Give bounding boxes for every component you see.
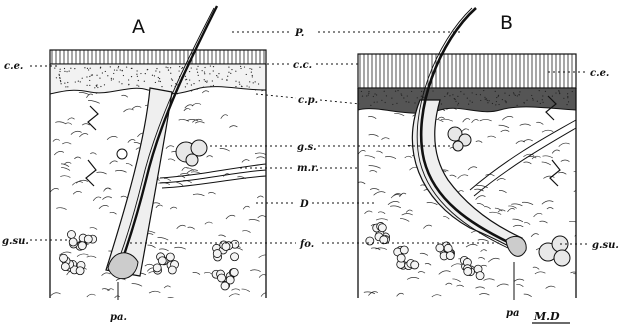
label-gs: g.s.	[297, 142, 317, 153]
label-fo: fo.	[299, 239, 314, 250]
artist-signature: M.D	[533, 310, 560, 323]
label-ce-left: c.e.	[4, 61, 23, 72]
label-pa-left: pa.	[110, 312, 127, 323]
label-mr: m.r.	[297, 163, 319, 174]
stratum-corneum-a	[52, 50, 264, 64]
epidermis-b	[358, 88, 576, 113]
label-ce-right: c.e.	[590, 68, 609, 79]
label-cp: c.p.	[298, 95, 318, 106]
sweat-glands-b	[366, 222, 484, 279]
arrector-muscle-b	[470, 120, 576, 196]
hair-papilla-b	[506, 236, 526, 256]
label-d: D	[299, 199, 309, 210]
label-gsu-right: g.su.	[592, 240, 619, 251]
panel-b	[358, 8, 584, 300]
duct-section-a	[117, 149, 127, 159]
panel-b-title: B	[500, 12, 513, 34]
label-p: P.	[294, 28, 304, 39]
gland-large-b	[539, 236, 570, 266]
follicle-sheath-a	[106, 88, 172, 276]
sebaceous-gland-a	[176, 140, 207, 166]
label-cc: c.c.	[293, 60, 312, 71]
label-pa-right: pa	[506, 308, 519, 319]
stratum-corneum-b	[360, 54, 572, 88]
sweat-glands-a	[60, 230, 239, 289]
panel-a-title: A	[132, 16, 145, 38]
panel-a	[50, 6, 270, 300]
label-gsu-left: g.su.	[2, 236, 29, 247]
